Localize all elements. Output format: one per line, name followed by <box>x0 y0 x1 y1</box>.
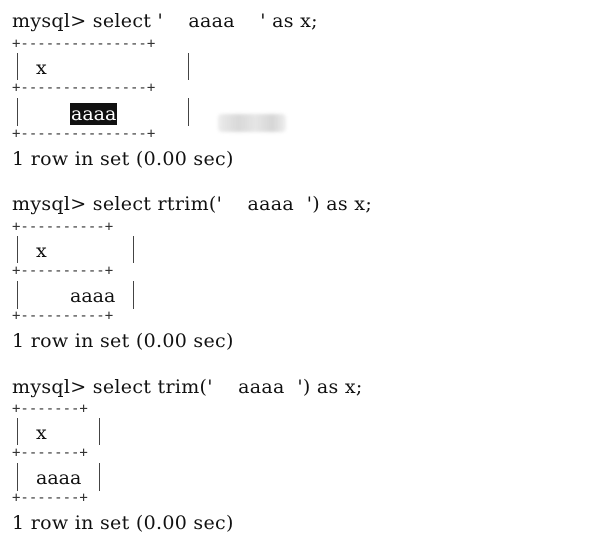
table-3-bottom-border: +-------+ <box>12 490 88 506</box>
table-1-top-border: +---------------+ <box>12 36 156 52</box>
table-1-mid-border: +---------------+ <box>12 80 156 96</box>
table-2-right-pipe <box>133 236 134 263</box>
table-2-left-pipe <box>17 236 18 263</box>
table-3-right-pipe-2 <box>99 463 100 491</box>
table-1-left-pipe <box>17 53 18 80</box>
result-line-1: 1 row in set (0.00 sec) <box>12 148 234 170</box>
table-1-right-pipe-2 <box>188 98 189 126</box>
table-2-header: x <box>36 240 47 262</box>
table-2-bottom-border: +----------+ <box>12 308 114 324</box>
blurred-watermark <box>218 114 286 132</box>
table-3-left-pipe <box>17 418 18 445</box>
table-2-right-pipe-2 <box>133 281 134 309</box>
table-2-value: aaaa <box>70 285 116 307</box>
table-3-value: aaaa <box>36 467 82 489</box>
table-3-right-pipe <box>99 418 100 445</box>
table-3-left-pipe-2 <box>17 463 18 491</box>
table-3-mid-border: +-------+ <box>12 445 88 461</box>
result-line-3: 1 row in set (0.00 sec) <box>12 512 234 534</box>
table-1-header: x <box>36 57 47 79</box>
table-1-left-pipe-2 <box>17 98 18 126</box>
selected-text[interactable]: aaaa <box>70 103 118 125</box>
prompt-line-1: mysql> select ' aaaa ' as x; <box>12 10 318 32</box>
table-3-header: x <box>36 422 47 444</box>
table-2-top-border: +----------+ <box>12 219 114 235</box>
table-3-top-border: +-------+ <box>12 401 88 417</box>
table-1-bottom-border: +---------------+ <box>12 126 156 142</box>
table-1-right-pipe <box>188 53 189 80</box>
table-2-left-pipe-2 <box>17 281 18 309</box>
table-1-value[interactable]: aaaa <box>70 103 118 125</box>
table-2-mid-border: +----------+ <box>12 263 114 279</box>
prompt-line-3: mysql> select trim(' aaaa ') as x; <box>12 376 363 398</box>
result-line-2: 1 row in set (0.00 sec) <box>12 330 234 352</box>
prompt-line-2: mysql> select rtrim(' aaaa ') as x; <box>12 193 373 215</box>
